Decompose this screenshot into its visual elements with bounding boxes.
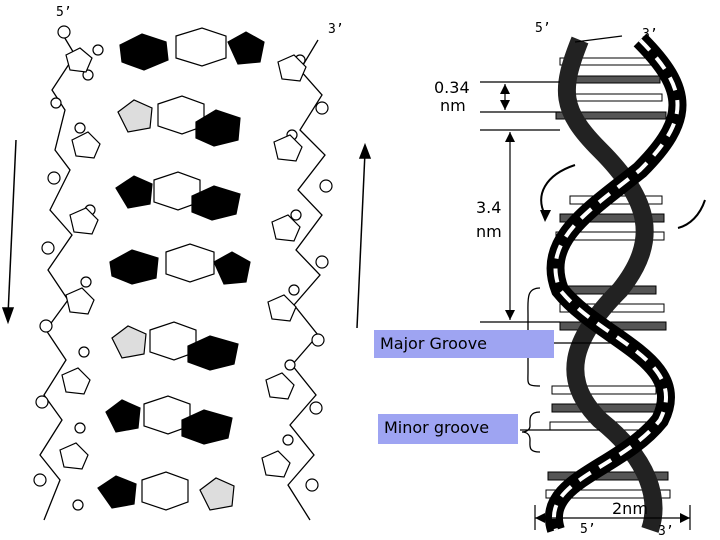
right-strand-up-arrow [356, 151, 366, 329]
pitch-value-label: 3.4 [476, 198, 502, 217]
left-strand-3prime-label: 3’ [328, 22, 344, 37]
left-strand-5prime-label: 5’ [56, 5, 72, 20]
rise-value-label: 0.34 [434, 78, 470, 97]
base-purine-dark [119, 33, 169, 71]
minor-groove-label: Minor groove [378, 414, 518, 444]
rise-unit-label: nm [440, 96, 466, 115]
minor-groove-brace [521, 411, 541, 453]
helix-top-3prime-label: 3’ [642, 27, 658, 42]
helix-top-5prime-label: 5’ [535, 21, 551, 36]
left-strand-down-arrow [7, 139, 17, 316]
diameter-label: 2nm [612, 499, 648, 518]
major-groove-label: Major Groove [374, 330, 554, 358]
helix-bottom-3prime-label: 3’ [658, 524, 674, 539]
pitch-unit-label: nm [476, 222, 502, 241]
right-backbone [287, 39, 326, 521]
helix-bottom-5prime-label: 5’ [580, 522, 596, 537]
